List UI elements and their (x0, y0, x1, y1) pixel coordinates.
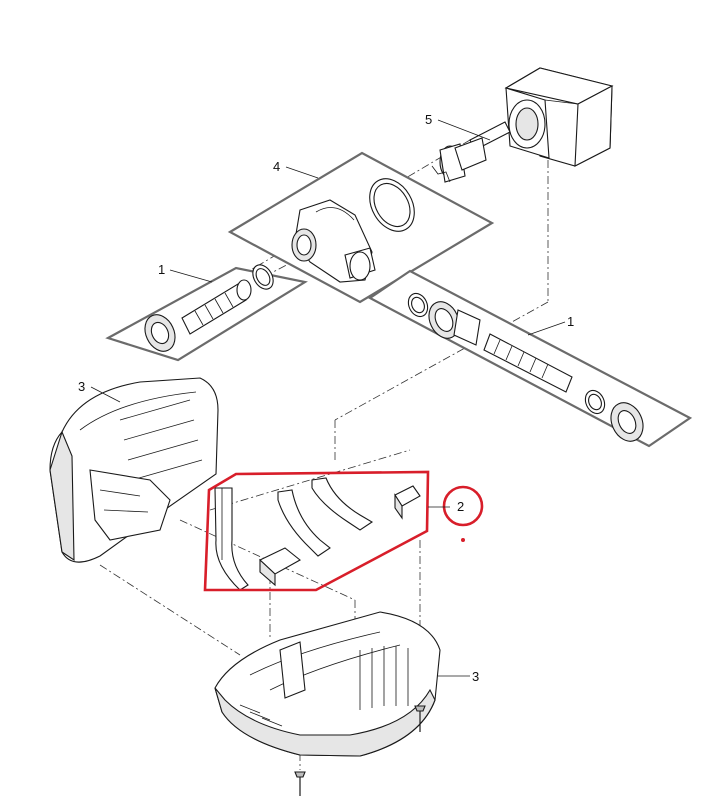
callout-2: 2 (457, 499, 464, 514)
callout-4: 4 (273, 159, 280, 174)
highlight-outline-part-2 (203, 470, 430, 592)
pump-housing (291, 178, 415, 283)
leader-lines (90, 119, 566, 677)
highlight-circle-callout-2 (442, 485, 484, 527)
inner-parts-set (214, 477, 421, 591)
highlight-dot (461, 538, 465, 542)
impeller-rotor (431, 121, 511, 183)
motor-block (504, 67, 614, 167)
upper-cover (49, 377, 219, 563)
hose-connector-right (407, 292, 644, 442)
callout-5: 5 (425, 112, 432, 127)
callout-3-bottom: 3 (472, 669, 479, 684)
callout-3-top: 3 (78, 379, 85, 394)
callout-1-right: 1 (567, 314, 574, 329)
screws (294, 705, 426, 796)
hose-connector-left (144, 264, 274, 352)
callout-1-left: 1 (158, 262, 165, 277)
lower-base (214, 611, 441, 757)
